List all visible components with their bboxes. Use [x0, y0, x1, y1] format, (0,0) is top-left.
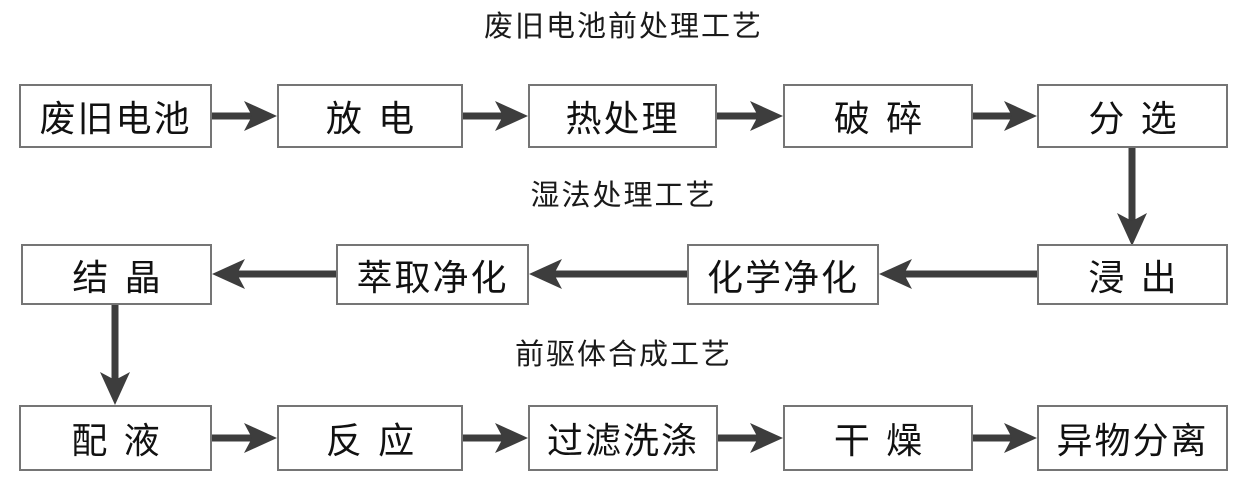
arrow-huaxuejinghua-to-cuiqujinghua	[529, 259, 687, 289]
arrow-feijiudianchi-to-fangdian	[212, 101, 277, 131]
arrow-cuiqujinghua-to-jiejing	[212, 259, 336, 289]
step-box-drying: 干燥	[783, 405, 973, 471]
arrow-jinchu-to-huaxuejinghua	[879, 259, 1037, 289]
section-title-precursor: 前驱体合成工艺	[514, 339, 732, 371]
arrow-ganzao-to-yiwufenli	[973, 423, 1037, 453]
step-box-solution-preparation: 配液	[19, 405, 212, 471]
arrow-fanying-to-guolvxidi	[463, 423, 528, 453]
arrow-posui-to-fenxuan	[973, 101, 1037, 131]
step-box-waste-battery: 废旧电池	[19, 84, 212, 148]
arrow-peiye-to-fanying	[212, 423, 277, 453]
section-title-pretreatment: 废旧电池前处理工艺	[483, 11, 763, 43]
step-box-chemical-purification: 化学净化	[687, 244, 879, 305]
step-box-reaction: 反应	[277, 405, 463, 471]
step-box-extraction-purification: 萃取净化	[336, 244, 529, 305]
section-title-wet-process: 湿法处理工艺	[530, 180, 717, 212]
arrow-rechuli-to-posui	[717, 101, 783, 131]
arrow-jiejing-to-peiye	[100, 304, 130, 405]
step-box-sorting: 分选	[1037, 84, 1228, 148]
step-box-leaching: 浸出	[1037, 244, 1228, 305]
arrow-fangdian-to-rechuli	[463, 101, 528, 131]
arrow-fenxuan-to-jinchu	[1117, 148, 1147, 246]
step-box-heat-treatment: 热处理	[528, 84, 717, 148]
step-box-foreign-matter-separation: 异物分离	[1037, 405, 1228, 471]
step-box-crushing: 破碎	[783, 84, 973, 148]
arrow-guolvxidi-to-ganzao	[718, 423, 783, 453]
step-box-discharge: 放电	[277, 84, 463, 148]
step-box-crystallization: 结晶	[21, 244, 212, 305]
step-box-filter-washing: 过滤洗涤	[528, 405, 718, 471]
